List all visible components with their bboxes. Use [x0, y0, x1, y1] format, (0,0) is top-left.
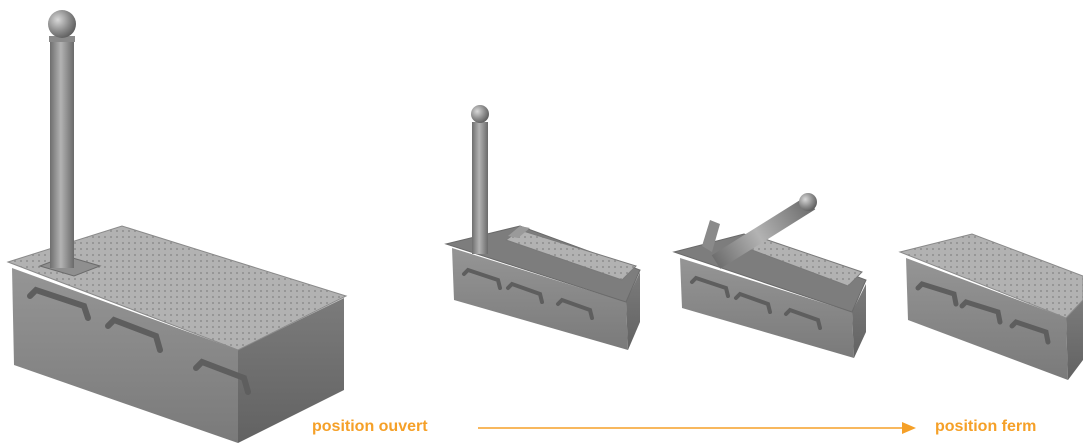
handle — [556, 297, 594, 320]
handle — [690, 275, 730, 298]
handle — [27, 286, 91, 321]
bollard-large — [6, 10, 348, 443]
handle — [105, 316, 163, 353]
handle — [784, 307, 822, 330]
caption-open-position: position ouvert — [312, 418, 428, 435]
caption-closed-position: position ferm — [935, 418, 1037, 435]
handle — [959, 299, 1003, 325]
tilted-pole — [711, 195, 816, 269]
handle — [506, 281, 544, 304]
bollard-lid-open — [444, 105, 641, 350]
tread-plate-top — [898, 233, 1083, 319]
tread-plate-top — [6, 225, 348, 351]
arrow-right-icon — [478, 422, 916, 434]
pole — [711, 195, 816, 269]
pole-ball — [471, 105, 489, 123]
pole — [472, 122, 488, 254]
lid-hinge — [508, 226, 530, 238]
pole-ball — [799, 193, 817, 211]
handle — [734, 291, 772, 314]
handle — [462, 267, 502, 290]
box-side — [852, 284, 866, 358]
pole — [50, 38, 74, 268]
box-top — [444, 225, 641, 303]
pole-ball — [48, 10, 76, 38]
box-front — [12, 268, 238, 443]
bollard-folding — [672, 193, 867, 358]
box-front — [906, 258, 1068, 380]
box-side — [1066, 300, 1083, 380]
box-side — [626, 272, 640, 350]
handle — [1009, 319, 1051, 345]
handle — [193, 358, 251, 395]
small-lid-flap — [702, 220, 720, 252]
pole-collar — [49, 36, 75, 42]
box-closed — [898, 233, 1083, 380]
handle — [915, 281, 959, 307]
box-side — [238, 298, 344, 443]
